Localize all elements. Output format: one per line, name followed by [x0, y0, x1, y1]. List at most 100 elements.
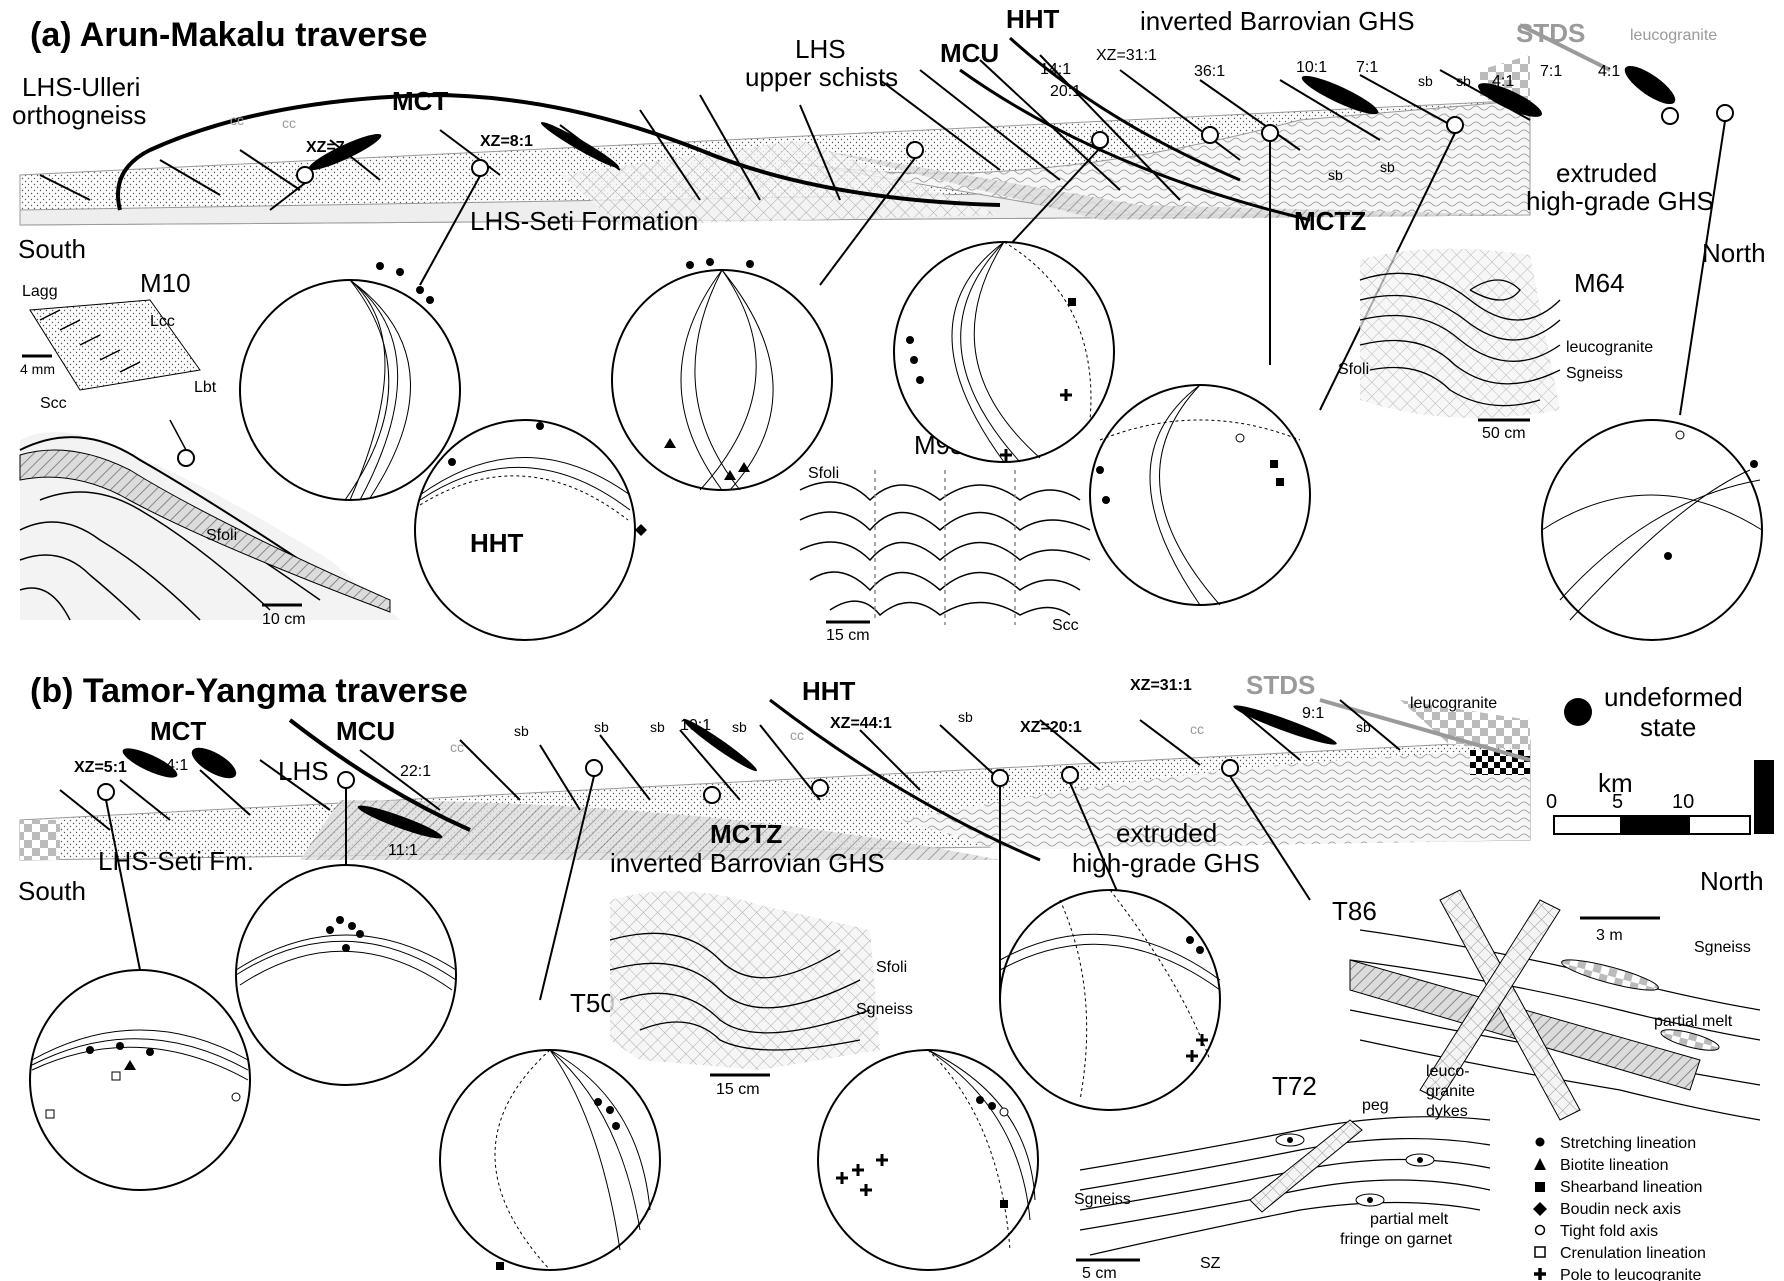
label-cc-b-2: cc	[790, 727, 804, 743]
label-undeformed-1: undeformed	[1604, 682, 1743, 712]
label-ratio-7-1-a: 7:1	[1356, 59, 1378, 76]
label-scc-m95: Scc	[1052, 617, 1079, 634]
label-lhs-upper-1: LHS	[795, 34, 846, 64]
label-cc-b-1: cc	[450, 739, 464, 755]
label-ratio-14-1: 14:1	[1040, 61, 1071, 78]
stereonet-a-3	[894, 242, 1114, 462]
label-mctz-b: MCTZ	[710, 819, 782, 849]
label-partial-melt-t72-1: partial melt	[1370, 1211, 1449, 1228]
label-xz71: XZ=7:1	[306, 139, 359, 156]
label-south-b: South	[18, 876, 86, 906]
legend-item-stretching: Stretching lineation	[1536, 1135, 1697, 1152]
label-sgneiss-t86: Sgneiss	[1694, 939, 1751, 956]
legend-item-pole: Pole to leucogranite	[1534, 1267, 1702, 1281]
panel-a: (a) Arun-Makalu traverse	[12, 4, 1766, 644]
label-sb-b-3: sb	[650, 719, 665, 735]
label-mct-b: MCT	[150, 716, 206, 746]
label-ratio-20-1: 20:1	[1050, 83, 1081, 100]
m95-outcrop-sketch	[800, 470, 1090, 625]
label-scale-4mm: 4 mm	[20, 361, 55, 377]
label-south-a: South	[18, 234, 86, 264]
label-stds-a: STDS	[1516, 18, 1585, 48]
label-sb-1: sb	[1418, 73, 1433, 89]
label-ratio-10-1-b: 10:1	[680, 717, 711, 734]
label-sb-b-2: sb	[594, 719, 609, 735]
label-mctz-a: MCTZ	[1294, 206, 1366, 236]
label-ratio-36-1: 36:1	[1194, 63, 1225, 80]
scale-tick-5: 5	[1612, 791, 1623, 813]
label-sgneiss-t50: Sgneiss	[856, 1001, 913, 1018]
legend-item-crenulation: Crenulation lineation	[1535, 1245, 1706, 1262]
label-extruded-a-2: high-grade GHS	[1526, 186, 1714, 216]
label-undeformed-2: state	[1640, 712, 1696, 742]
label-mcu-b: MCU	[336, 716, 395, 746]
label-xz20: XZ=20:1	[1020, 719, 1082, 736]
label-ratio-22-1: 22:1	[400, 763, 431, 780]
scale-bar: km 0 5 10 5	[1546, 760, 1774, 834]
legend-label-crenulation: Crenulation lineation	[1560, 1245, 1706, 1262]
label-scale-15cm-a: 15 cm	[826, 627, 870, 644]
label-cc-b-3: cc	[1190, 721, 1204, 737]
label-t86: T86	[1332, 896, 1377, 926]
label-dykes-2: granite	[1426, 1083, 1475, 1100]
label-dykes-3: dykes	[1426, 1103, 1468, 1120]
legend-label-biotite: Biotite lineation	[1560, 1157, 1669, 1174]
label-xz51: XZ=5:1	[74, 759, 127, 776]
label-sfoli-m95: Sfoli	[808, 465, 839, 482]
label-sb-4: sb	[1380, 159, 1395, 175]
label-north-b: North	[1700, 866, 1764, 896]
label-partial-melt-t72-2: fringe on garnet	[1340, 1231, 1453, 1248]
label-hht-a: HHT	[1006, 4, 1060, 34]
label-extruded-b-2: high-grade GHS	[1072, 848, 1260, 878]
label-cc-2: cc	[282, 115, 296, 131]
legend-label-stretching: Stretching lineation	[1560, 1135, 1696, 1152]
stereonet-a-hht: HHT	[415, 420, 647, 640]
label-mcu-a: MCU	[940, 38, 999, 68]
stereonet-b-3	[440, 1050, 660, 1270]
label-ratio-4-1-b: 4:1	[166, 757, 188, 774]
label-lagg: Lagg	[22, 283, 58, 300]
t50-outcrop-sketch	[610, 891, 880, 1075]
label-scc-m10: Scc	[40, 395, 67, 412]
label-sfoli-t50: Sfoli	[876, 959, 907, 976]
label-lhs-b: LHS	[278, 756, 329, 786]
label-sb-b-5: sb	[958, 709, 973, 725]
label-sb-2: sb	[1456, 73, 1471, 89]
legend-item-fold-axis: Tight fold axis	[1536, 1223, 1659, 1240]
label-xz31-b: XZ=31:1	[1130, 677, 1192, 694]
label-sfoli-m64: Sfoli	[1338, 361, 1369, 378]
label-cc-1: cc	[230, 112, 244, 128]
label-xz81: XZ=8:1	[480, 133, 533, 150]
label-leucogranite-m64: leucogranite	[1566, 339, 1653, 356]
legend-item-boudin: Boudin neck axis	[1533, 1201, 1681, 1218]
label-xz44: XZ=44:1	[830, 715, 892, 732]
label-ratio-10-1-a: 10:1	[1296, 59, 1327, 76]
stereonet-a-2	[612, 258, 832, 490]
label-peg: peg	[1362, 1097, 1389, 1114]
label-scale-50cm: 50 cm	[1482, 425, 1526, 442]
label-ratio-7-1-b: 7:1	[1540, 63, 1562, 80]
label-extruded-a-1: extruded	[1556, 158, 1657, 188]
label-inverted-a: inverted Barrovian GHS	[1140, 6, 1415, 36]
label-t72: T72	[1272, 1071, 1317, 1101]
legend-label-pole: Pole to leucogranite	[1560, 1267, 1702, 1281]
label-lbt: Lbt	[194, 379, 217, 396]
label-hht-b: HHT	[802, 676, 856, 706]
label-sfoli-m10: Sfoli	[206, 527, 237, 544]
scale-vertical: 5	[1762, 763, 1773, 785]
legend-item-biotite: Biotite lineation	[1534, 1157, 1669, 1174]
label-sz: SZ	[1200, 1255, 1221, 1272]
stereonet-b-1	[30, 970, 250, 1190]
label-scale-10cm: 10 cm	[262, 611, 306, 628]
label-dykes-1: leuco-	[1426, 1063, 1470, 1080]
label-sb-b-6: sb	[1356, 719, 1371, 735]
label-m10: M10	[140, 268, 191, 298]
label-seti-a: LHS-Seti Formation	[470, 206, 698, 236]
label-inverted-b: inverted Barrovian GHS	[610, 848, 885, 878]
legend-label-shearband: Shearband lineation	[1560, 1179, 1702, 1196]
stereonet-b-2	[236, 865, 456, 1085]
undeformed-state-key: undeformed state	[1564, 682, 1743, 742]
label-m64: M64	[1574, 268, 1625, 298]
panel-b-title: (b) Tamor-Yangma traverse	[30, 672, 468, 710]
